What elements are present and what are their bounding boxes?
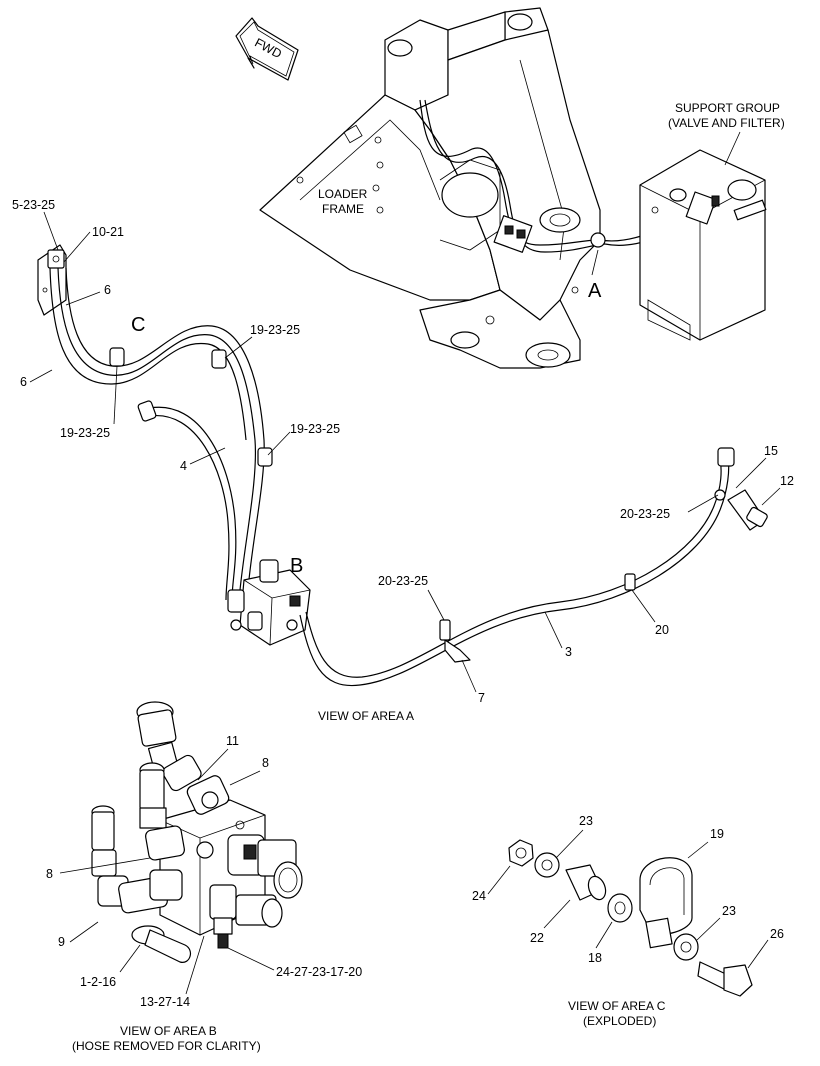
callout-8-left: 8 bbox=[46, 867, 53, 881]
callout-22: 22 bbox=[530, 931, 544, 945]
support-group-drawing bbox=[639, 149, 767, 341]
loader-frame-drawing bbox=[259, 7, 706, 369]
callout-20-23-25-mid: 20-23-25 bbox=[378, 574, 428, 588]
callout-15: 15 bbox=[764, 444, 778, 458]
view-c-callouts: 23 19 24 22 18 23 26 bbox=[472, 814, 784, 969]
area-a-letter: A bbox=[588, 280, 602, 302]
view-a-callouts: 5-23-25 10-21 6 6 19-23-25 19-23-25 19-2… bbox=[12, 198, 794, 705]
callout-7: 7 bbox=[478, 691, 485, 705]
area-c-letter: C bbox=[131, 314, 145, 336]
callout-19-23-25-left: 19-23-25 bbox=[60, 426, 110, 440]
clamp-exploded-drawing bbox=[508, 839, 753, 997]
callout-19: 19 bbox=[710, 827, 724, 841]
hose-routing-drawing bbox=[37, 244, 768, 687]
view-a-caption: VIEW OF AREA A bbox=[318, 709, 414, 723]
callout-6-left: 6 bbox=[20, 375, 27, 389]
view-b-callouts: 11 8 8 9 1-2-16 13-27-14 24-27-23-17-20 bbox=[46, 734, 362, 1009]
fwd-arrow-icon: FWD bbox=[235, 17, 299, 81]
area-b-letter: B bbox=[290, 555, 303, 577]
frame-label-line2: FRAME bbox=[322, 202, 364, 216]
callout-10-21: 10-21 bbox=[92, 225, 124, 239]
callout-8-top: 8 bbox=[262, 756, 269, 770]
valve-detail-drawing bbox=[91, 701, 303, 963]
callout-19-23-25-top: 19-23-25 bbox=[250, 323, 300, 337]
support-label-line2: (VALVE AND FILTER) bbox=[668, 116, 785, 130]
frame-label-line1: LOADER bbox=[318, 187, 368, 201]
callout-5-23-25: 5-23-25 bbox=[12, 198, 55, 212]
callout-18: 18 bbox=[588, 951, 602, 965]
callout-9: 9 bbox=[58, 935, 65, 949]
callout-3: 3 bbox=[565, 645, 572, 659]
callout-11: 11 bbox=[226, 734, 239, 748]
view-c-caption-line2: (EXPLODED) bbox=[583, 1014, 656, 1028]
callout-24: 24 bbox=[472, 889, 486, 903]
callout-4: 4 bbox=[180, 459, 187, 473]
callout-23-top: 23 bbox=[579, 814, 593, 828]
view-b-caption-line2: (HOSE REMOVED FOR CLARITY) bbox=[72, 1039, 261, 1053]
callout-13-27-14: 13-27-14 bbox=[140, 995, 190, 1009]
view-c-caption-line1: VIEW OF AREA C bbox=[568, 999, 666, 1013]
callout-20: 20 bbox=[655, 623, 669, 637]
callout-26: 26 bbox=[770, 927, 784, 941]
callout-23-right: 23 bbox=[722, 904, 736, 918]
area-a-leader bbox=[591, 249, 599, 276]
support-leader bbox=[724, 131, 741, 166]
callout-6-top: 6 bbox=[104, 283, 111, 297]
callout-24-27-23-17-20: 24-27-23-17-20 bbox=[276, 965, 362, 979]
support-label-line1: SUPPORT GROUP bbox=[675, 101, 780, 115]
callout-19-23-25-mid: 19-23-25 bbox=[290, 422, 340, 436]
view-b-caption-line1: VIEW OF AREA B bbox=[120, 1024, 217, 1038]
callout-12: 12 bbox=[780, 474, 794, 488]
callout-20-23-25-right: 20-23-25 bbox=[620, 507, 670, 521]
callout-1-2-16: 1-2-16 bbox=[80, 975, 116, 989]
